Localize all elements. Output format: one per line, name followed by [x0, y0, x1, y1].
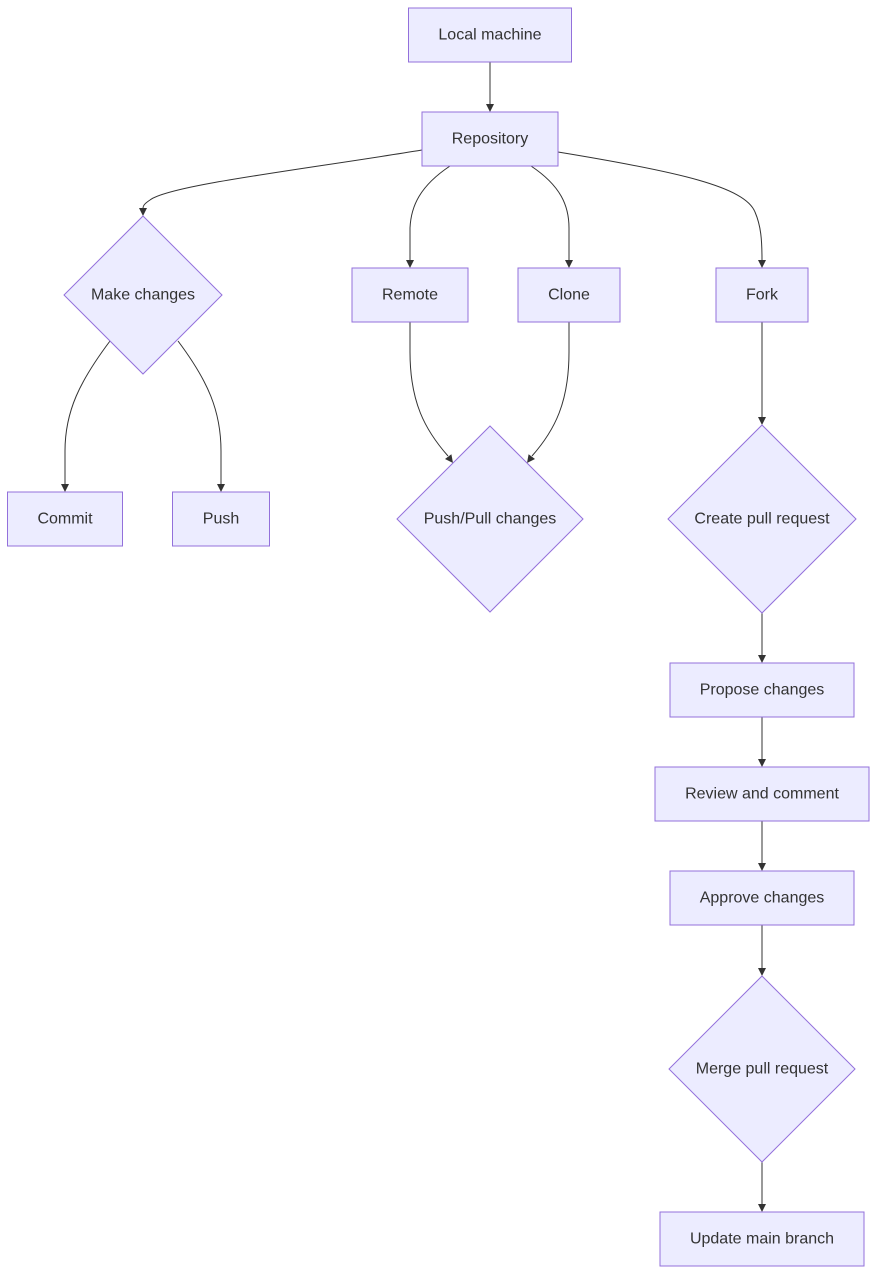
decision-diamond — [667, 424, 857, 614]
edge-merge-update — [758, 1162, 766, 1212]
node-label: Merge pull request — [696, 1061, 829, 1078]
decision-diamond — [396, 425, 584, 613]
node-label: Commit — [37, 511, 93, 528]
arrowhead-icon — [758, 759, 766, 767]
arrowhead-icon — [758, 417, 766, 425]
edge-clone-pushpull — [527, 322, 570, 463]
process-box — [669, 662, 855, 718]
node-review: Review and comment — [654, 766, 870, 822]
node-make: Make changes — [63, 215, 223, 375]
node-commit: Commit — [7, 491, 123, 547]
node-label: Push/Pull changes — [424, 511, 557, 528]
node-merge: Merge pull request — [668, 975, 856, 1163]
node-label: Fork — [746, 287, 779, 304]
edge-line — [64, 340, 111, 484]
edge-repo-make — [139, 149, 423, 216]
arrowhead-icon — [758, 260, 766, 268]
edge-line — [557, 151, 763, 261]
arrowhead-icon — [61, 484, 69, 492]
arrowhead-icon — [758, 655, 766, 663]
process-box — [517, 267, 621, 323]
node-local: Local machine — [408, 7, 572, 63]
node-label: Approve changes — [700, 890, 825, 907]
edge-repo-clone — [530, 165, 573, 268]
node-label: Push — [203, 511, 239, 528]
node-label: Create pull request — [694, 511, 830, 528]
edge-line — [530, 165, 570, 260]
decision-diamond — [668, 975, 856, 1163]
process-box — [172, 491, 270, 547]
arrowhead-icon — [758, 863, 766, 871]
node-label: Propose changes — [700, 682, 825, 699]
node-label: Make changes — [91, 287, 195, 304]
edge-line — [531, 322, 570, 457]
process-box — [654, 766, 870, 822]
node-propose: Propose changes — [669, 662, 855, 718]
edge-line — [142, 149, 423, 209]
node-clone: Clone — [517, 267, 621, 323]
node-label: Local machine — [438, 27, 541, 44]
arrowhead-icon — [758, 968, 766, 976]
node-approve: Approve changes — [669, 870, 855, 926]
arrowhead-icon — [527, 454, 535, 463]
edge-createpr-propose — [758, 613, 766, 663]
edge-make-commit — [61, 340, 111, 492]
edge-repo-remote — [406, 165, 451, 268]
edge-remote-pushpull — [409, 322, 453, 463]
process-box — [421, 111, 559, 167]
process-box — [715, 267, 809, 323]
process-box — [659, 1211, 865, 1267]
process-box — [408, 7, 572, 63]
edge-approve-merge — [758, 925, 766, 976]
edge-line — [177, 340, 222, 484]
decision-diamond — [63, 215, 223, 375]
node-label: Update main branch — [690, 1231, 834, 1248]
arrowhead-icon — [139, 208, 147, 216]
arrowhead-icon — [758, 1204, 766, 1212]
node-update: Update main branch — [659, 1211, 865, 1267]
arrowhead-icon — [565, 260, 573, 268]
edge-line — [409, 322, 449, 457]
process-box — [7, 491, 123, 547]
node-label: Remote — [382, 287, 438, 304]
arrowhead-icon — [217, 484, 225, 492]
node-createpr: Create pull request — [667, 424, 857, 614]
node-label: Review and comment — [685, 786, 839, 803]
node-fork: Fork — [715, 267, 809, 323]
node-remote: Remote — [351, 267, 469, 323]
arrowhead-icon — [445, 454, 453, 463]
arrowhead-icon — [486, 104, 494, 112]
arrowhead-icon — [406, 260, 414, 268]
node-repo: Repository — [421, 111, 559, 167]
process-box — [351, 267, 469, 323]
edge-line — [409, 165, 451, 260]
node-push: Push — [172, 491, 270, 547]
edge-review-approve — [758, 821, 766, 871]
node-label: Repository — [452, 131, 528, 148]
edge-repo-fork — [557, 151, 766, 268]
edge-fork-createpr — [758, 322, 766, 425]
node-label: Clone — [548, 287, 590, 304]
node-pushpull: Push/Pull changes — [396, 425, 584, 613]
edge-local-repo — [486, 62, 494, 112]
edges-layer — [61, 62, 766, 1212]
edge-make-push — [177, 340, 225, 492]
edge-propose-review — [758, 717, 766, 767]
process-box — [669, 870, 855, 926]
